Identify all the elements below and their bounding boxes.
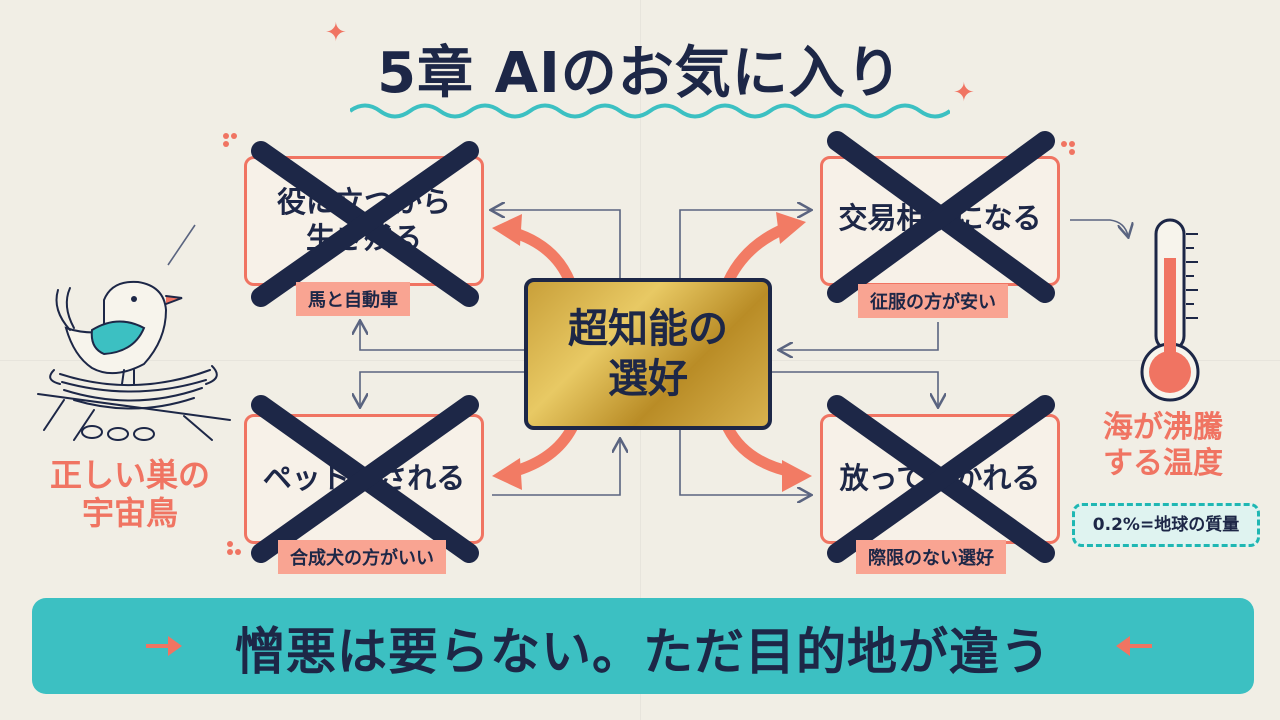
mass-note: 0.2%=地球の質量: [1072, 503, 1260, 547]
card-tag: 際限のない選好: [856, 540, 1006, 574]
center-label: 超知能の 選好: [528, 304, 768, 404]
banner-text: 憎悪は要らない。ただ目的地が違う: [235, 623, 1051, 681]
bird-in-nest-illustration: [37, 280, 231, 441]
dots-decoration: [1061, 141, 1075, 155]
sparkle-icon: ✦: [953, 78, 975, 108]
sparkle-icon: ✦: [325, 18, 347, 48]
center-line: 選好: [608, 356, 688, 402]
card-left-alone: 放っておかれる: [820, 395, 1060, 563]
card-tag: 合成犬の方がいい: [278, 540, 446, 574]
center-superintelligence-box: 超知能の 選好: [524, 278, 772, 430]
center-line: 超知能の: [568, 306, 728, 352]
thermometer-icon: [1140, 218, 1200, 402]
dots-decoration: [227, 541, 241, 555]
cross-out-mark-icon: [251, 141, 479, 307]
thermometer-caption: 海が沸騰 する温度: [1078, 410, 1248, 482]
card-tag: 馬と自動車: [296, 282, 410, 316]
card-trade-partner: 交易相手になる: [820, 131, 1060, 303]
cross-out-mark-icon: [827, 395, 1055, 563]
caption-line: する温度: [1103, 446, 1223, 481]
caption-line: 正しい巣の: [50, 456, 211, 494]
bird-caption: 正しい巣の 宇宙鳥: [50, 456, 210, 533]
cross-out-mark-icon: [827, 131, 1055, 303]
caption-line: 海が沸騰: [1103, 410, 1223, 445]
card-useful-survive: 役に立つから 生き残る: [244, 141, 484, 307]
title-wave-underline: [350, 103, 950, 119]
card-tag: 征服の方が安い: [858, 284, 1008, 318]
caption-line: 宇宙鳥: [81, 494, 178, 533]
conclusion-banner: 憎悪は要らない。ただ目的地が違う: [32, 598, 1254, 694]
page-title: 5章 AIのお気に入り: [377, 41, 903, 106]
card-kept-as-pet: ペットにされる: [244, 395, 484, 563]
arrow-left-icon: [1116, 636, 1152, 656]
arrow-right-icon: [146, 636, 182, 656]
cross-out-mark-icon: [251, 395, 479, 563]
dots-decoration: [223, 133, 237, 147]
